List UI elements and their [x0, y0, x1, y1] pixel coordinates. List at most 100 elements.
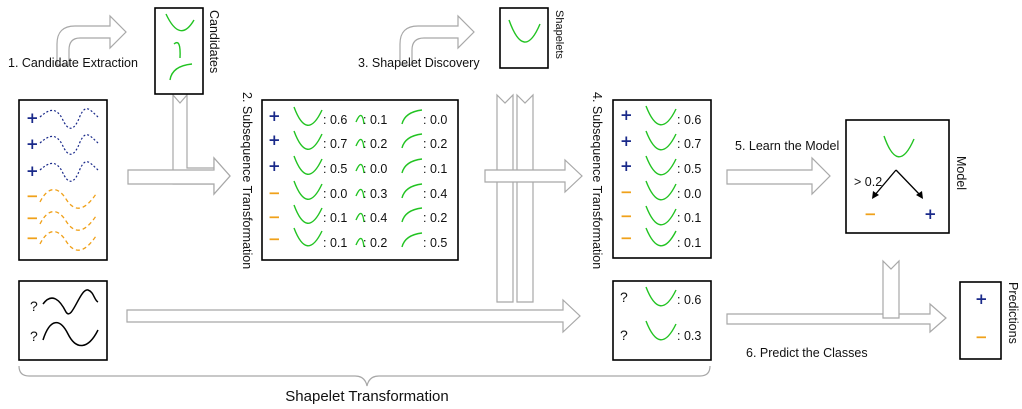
transform-value: : 0.1 [323, 236, 347, 250]
transform-row: + : 0.6 : 0.1 : 0.0 [268, 106, 447, 127]
shapelet-test-box [612, 280, 712, 361]
shapelet-train-box [612, 99, 712, 259]
transform-value: : 0.0 [363, 162, 387, 176]
transform-value: : 0.0 [323, 187, 347, 201]
decision-tree-model: > 0.2 − + [854, 135, 937, 223]
transform-to-shapelet-arrow [484, 158, 583, 194]
transform-row: + : 0.7 : 0.2 : 0.2 [268, 130, 447, 151]
transform-value: : 0.2 [423, 137, 447, 151]
model-left-class: − [864, 205, 877, 223]
svg-text:−: − [268, 184, 281, 202]
training-labels: + + + − − − [26, 109, 39, 247]
training-series [39, 108, 99, 251]
training-label: + [26, 135, 39, 153]
test-data-box [18, 280, 108, 361]
prediction-plus: + [975, 290, 988, 308]
transform-matrix: + : 0.6 : 0.1 : 0.0 + : 0.7 : 0.2 : 0.2 … [268, 106, 447, 250]
step-2-label: 2. Subsequence Transformation [240, 92, 254, 269]
candidate-shape-3 [169, 63, 193, 81]
transform-row: − : 0.1 : 0.4 : 0.2 [268, 204, 447, 226]
step-6-label: 6. Predict the Classes [746, 346, 868, 360]
shapelet-train-value: : 0.1 [677, 236, 701, 250]
transform-row: − : 0.0 : 0.3 : 0.4 [268, 180, 447, 202]
transform-value: : 0.0 [423, 113, 447, 127]
transform-value: : 0.4 [363, 211, 387, 225]
shapelet-down-arrow-2 [516, 93, 534, 303]
transform-value: : 0.4 [423, 187, 447, 201]
svg-text:−: − [268, 230, 281, 248]
step-1-label: 1. Candidate Extraction [8, 56, 138, 70]
training-label: − [26, 187, 39, 205]
model-right-class: + [924, 205, 937, 223]
svg-text:+: + [268, 131, 281, 149]
model-threshold: > 0.2 [854, 175, 882, 189]
transform-value: : 0.3 [363, 187, 387, 201]
transform-value: : 0.7 [323, 137, 347, 151]
training-data-box [18, 99, 108, 261]
transform-value: : 0.6 [323, 113, 347, 127]
transform-value: : 0.2 [363, 236, 387, 250]
step-5-label: 5. Learn the Model [735, 139, 839, 153]
train-to-transform-arrow [127, 156, 231, 196]
transform-value: : 0.1 [423, 162, 447, 176]
svg-text:?: ? [620, 327, 628, 343]
shapelet-down-arrow-1 [496, 93, 514, 303]
shapelet-train-value: : 0.6 [677, 113, 701, 127]
shapelets-box [499, 7, 549, 69]
svg-text:−: − [620, 207, 633, 225]
shapelet-train-table: + : 0.6 + : 0.7 + : 0.5 − : 0.0 − : 0.1 … [620, 105, 701, 250]
training-label: − [26, 209, 39, 227]
transform-row: + : 0.5 : 0.0 : 0.1 [268, 155, 447, 176]
transform-value: : 0.1 [363, 113, 387, 127]
shapelet-test-table: ? : 0.6 ? : 0.3 [620, 286, 701, 343]
candidates-box [154, 7, 204, 95]
svg-text:+: + [620, 106, 633, 124]
model-title: Model [954, 156, 968, 190]
candidate-shape-1 [165, 13, 195, 32]
model-shapelet-shape [883, 135, 915, 158]
transformed-matrix-box [261, 99, 459, 261]
svg-text:−: − [620, 183, 633, 201]
transform-value: : 0.2 [363, 137, 387, 151]
predict-classes-arrow [726, 302, 947, 334]
training-label: − [26, 229, 39, 247]
step-4-label: 4. Subsequence Transformation [590, 92, 604, 269]
model-down-arrow [882, 259, 900, 319]
svg-text:?: ? [620, 289, 628, 305]
shapelet-discovery-arrow [399, 14, 475, 66]
transform-value: : 0.2 [423, 211, 447, 225]
model-box [845, 119, 950, 234]
transform-value: : 0.5 [423, 236, 447, 250]
shapelet-shape [508, 19, 541, 43]
shapelet-transformation-brace [18, 365, 711, 387]
test-unknown-label: ? [30, 328, 38, 344]
shapelets-title: Shapelets [553, 10, 565, 59]
candidate-extraction-arrow [56, 14, 127, 66]
prediction-minus: − [975, 328, 988, 346]
test-series-1 [42, 289, 99, 315]
shapelet-train-value: : 0.1 [677, 211, 701, 225]
bottom-title: Shapelet Transformation [285, 388, 448, 405]
predictions-title: Predictions [1006, 282, 1020, 344]
shapelet-train-value: : 0.5 [677, 162, 701, 176]
test-to-shapelet-arrow [126, 298, 581, 334]
shapelet-train-value: : 0.0 [677, 187, 701, 201]
shapelet-test-value: : 0.3 [677, 329, 701, 343]
candidate-shape-2 [173, 41, 181, 59]
svg-text:+: + [268, 107, 281, 125]
training-label: + [26, 109, 39, 127]
test-series-2 [42, 322, 99, 347]
transform-value: : 0.5 [323, 162, 347, 176]
svg-text:−: − [268, 208, 281, 226]
step-3-label: 3. Shapelet Discovery [358, 56, 480, 70]
svg-text:+: + [620, 157, 633, 175]
test-unknown-label: ? [30, 298, 38, 314]
training-label: + [26, 162, 39, 180]
shapelet-train-value: : 0.7 [677, 137, 701, 151]
svg-text:−: − [620, 229, 633, 247]
transform-value: : 0.1 [323, 211, 347, 225]
svg-text:+: + [268, 157, 281, 175]
predictions-box [959, 281, 1002, 360]
svg-text:+: + [620, 132, 633, 150]
